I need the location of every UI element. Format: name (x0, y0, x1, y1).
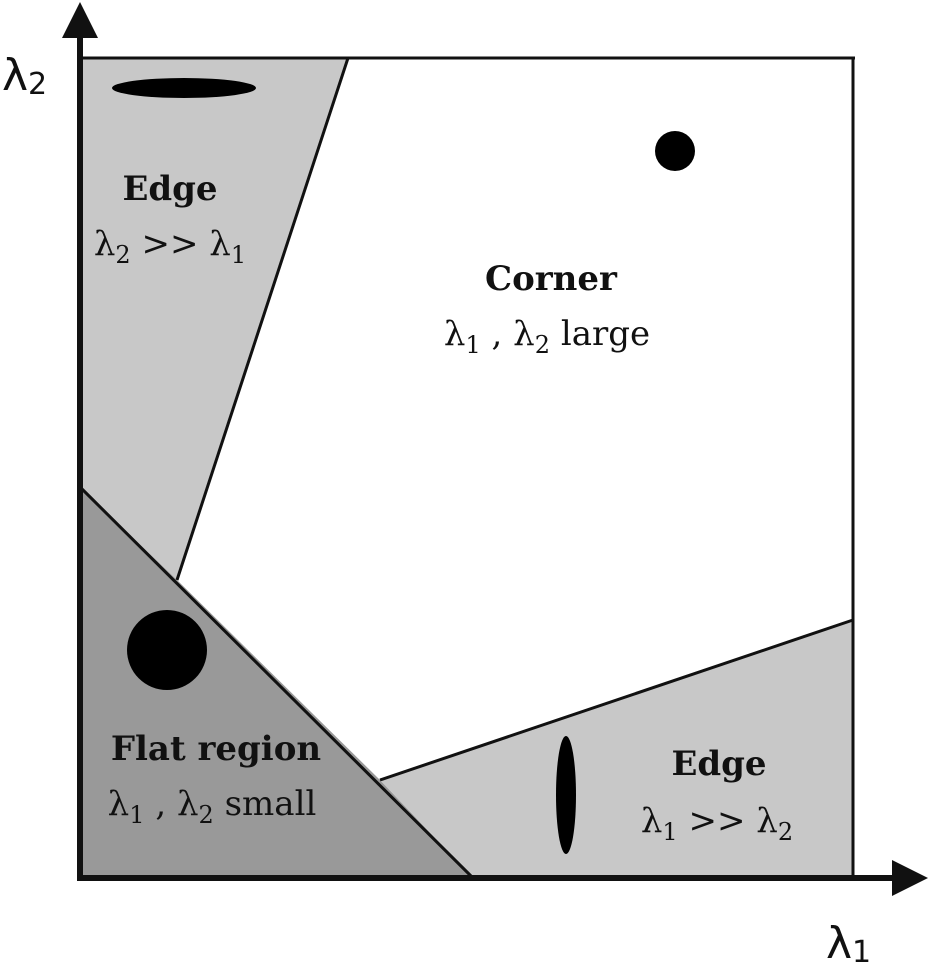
edge-bottom-title: Edge (671, 744, 766, 784)
large-circle-marker (127, 610, 207, 690)
corner-condition: λ1 , λ2 large (444, 314, 650, 359)
flat-title: Flat region (111, 729, 321, 769)
horizontal-ellipse-marker (112, 78, 256, 98)
edge-bottom-condition: λ1 >> λ2 (641, 801, 793, 846)
region-boundaries (78, 57, 854, 880)
x-axis-arrow (892, 860, 928, 896)
edge-bottom-region (380, 620, 853, 878)
small-circle-marker (655, 131, 695, 171)
y-axis-arrow (62, 2, 98, 38)
edge-top-condition: λ2 >> λ1 (94, 224, 246, 269)
corner-region (177, 58, 853, 780)
edge-top-region (80, 58, 348, 580)
edge-top-title: Edge (122, 169, 217, 209)
x-axis-label: λ1 (826, 918, 871, 968)
y-axis-label: λ2 (2, 50, 47, 102)
corner-title: Corner (485, 259, 618, 299)
vertical-ellipse-marker (556, 736, 576, 854)
flat-condition: λ1 , λ2 small (108, 784, 317, 829)
